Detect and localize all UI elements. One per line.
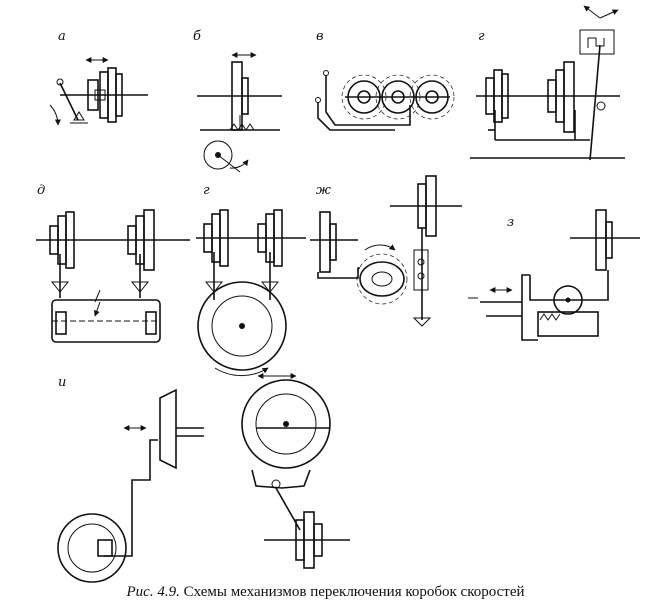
label-z: з [507,215,514,230]
mechanism-a [49,57,148,126]
mechanism-i [57,373,350,583]
label-i: и [58,375,66,390]
caption-text: Схемы механизмов переключения коробок ск… [183,584,525,600]
label-g1: г [478,29,485,44]
label-a: а [58,29,66,44]
mechanism-g2 [196,209,306,377]
mechanism-z [468,209,640,341]
mechanism-zh [310,175,462,327]
figure-caption: Рис. 4.9. Схемы механизмов переключения … [0,584,651,601]
label-v: в [316,29,324,44]
label-b: б [193,29,201,44]
mechanism-g1 [470,5,625,161]
mechanism-v [315,70,455,131]
label-g2: г [203,183,210,198]
mechanism-d [36,209,190,343]
mechanism-b [197,52,282,173]
label-d: д [37,183,45,198]
caption-prefix: Рис. 4.9. [126,584,180,600]
label-zh: ж [316,183,331,198]
